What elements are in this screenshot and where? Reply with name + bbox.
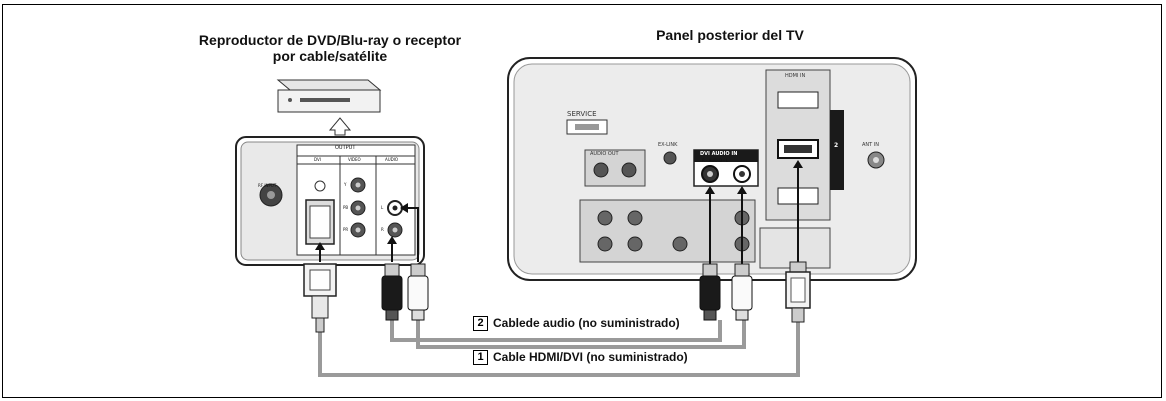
service-label: SERVICE (567, 110, 597, 118)
rca-plugs-source (381, 263, 429, 321)
hdmi-plug (785, 261, 811, 323)
dvd-player-icon (276, 79, 382, 113)
rca-plugs-tv (699, 263, 753, 321)
ex-link-label: EX-LINK (658, 142, 678, 148)
ant-in-label: ANT IN (862, 142, 880, 148)
cable-2-number-badge: 2 (473, 316, 488, 331)
y-label: Y (344, 182, 347, 187)
tv-panel-title: Panel posterior del TV (656, 27, 804, 43)
rf-input-label: RF INPUT (258, 183, 277, 188)
pb-label: PB (343, 205, 349, 210)
hdmi-dvi-cable (318, 320, 800, 377)
up-arrow-icon (328, 117, 352, 136)
dvi-label: DVI (314, 157, 321, 162)
audio-cable-right (416, 320, 746, 349)
hdmi-cable-caption: Cable HDMI/DVI (no suministrado) (493, 350, 688, 364)
dvi-audio-in-label: DVI AUDIO IN (700, 151, 738, 157)
hdmi-label: HDMI IN (785, 73, 806, 79)
source-device-title: Reproductor de DVD/Blu-ray o receptor po… (160, 32, 500, 64)
hdmi-port-1 (777, 91, 819, 109)
audio-out-label: AUDIO OUT (590, 151, 619, 157)
output-label: OUTPUT (335, 145, 356, 151)
cable-1-number-badge: 1 (473, 350, 488, 365)
audio-channels-label: R - AUDIO - L (702, 158, 729, 163)
dvi-plug (303, 263, 337, 333)
audio-label: AUDIO (385, 157, 399, 162)
port-2-label: 2 (834, 142, 839, 149)
audio-cable-left (390, 320, 722, 342)
source-device-title-line1: Reproductor de DVD/Blu-ray o receptor (198, 32, 462, 48)
r-label: R (381, 227, 384, 232)
l-label: L (381, 205, 384, 210)
audio-cable-caption: Cablede audio (no suministrado) (493, 316, 680, 330)
video-label: VIDEO (348, 157, 361, 162)
source-device-title-line2: por cable/satélite (272, 48, 388, 64)
pr-label: PR (343, 227, 349, 232)
